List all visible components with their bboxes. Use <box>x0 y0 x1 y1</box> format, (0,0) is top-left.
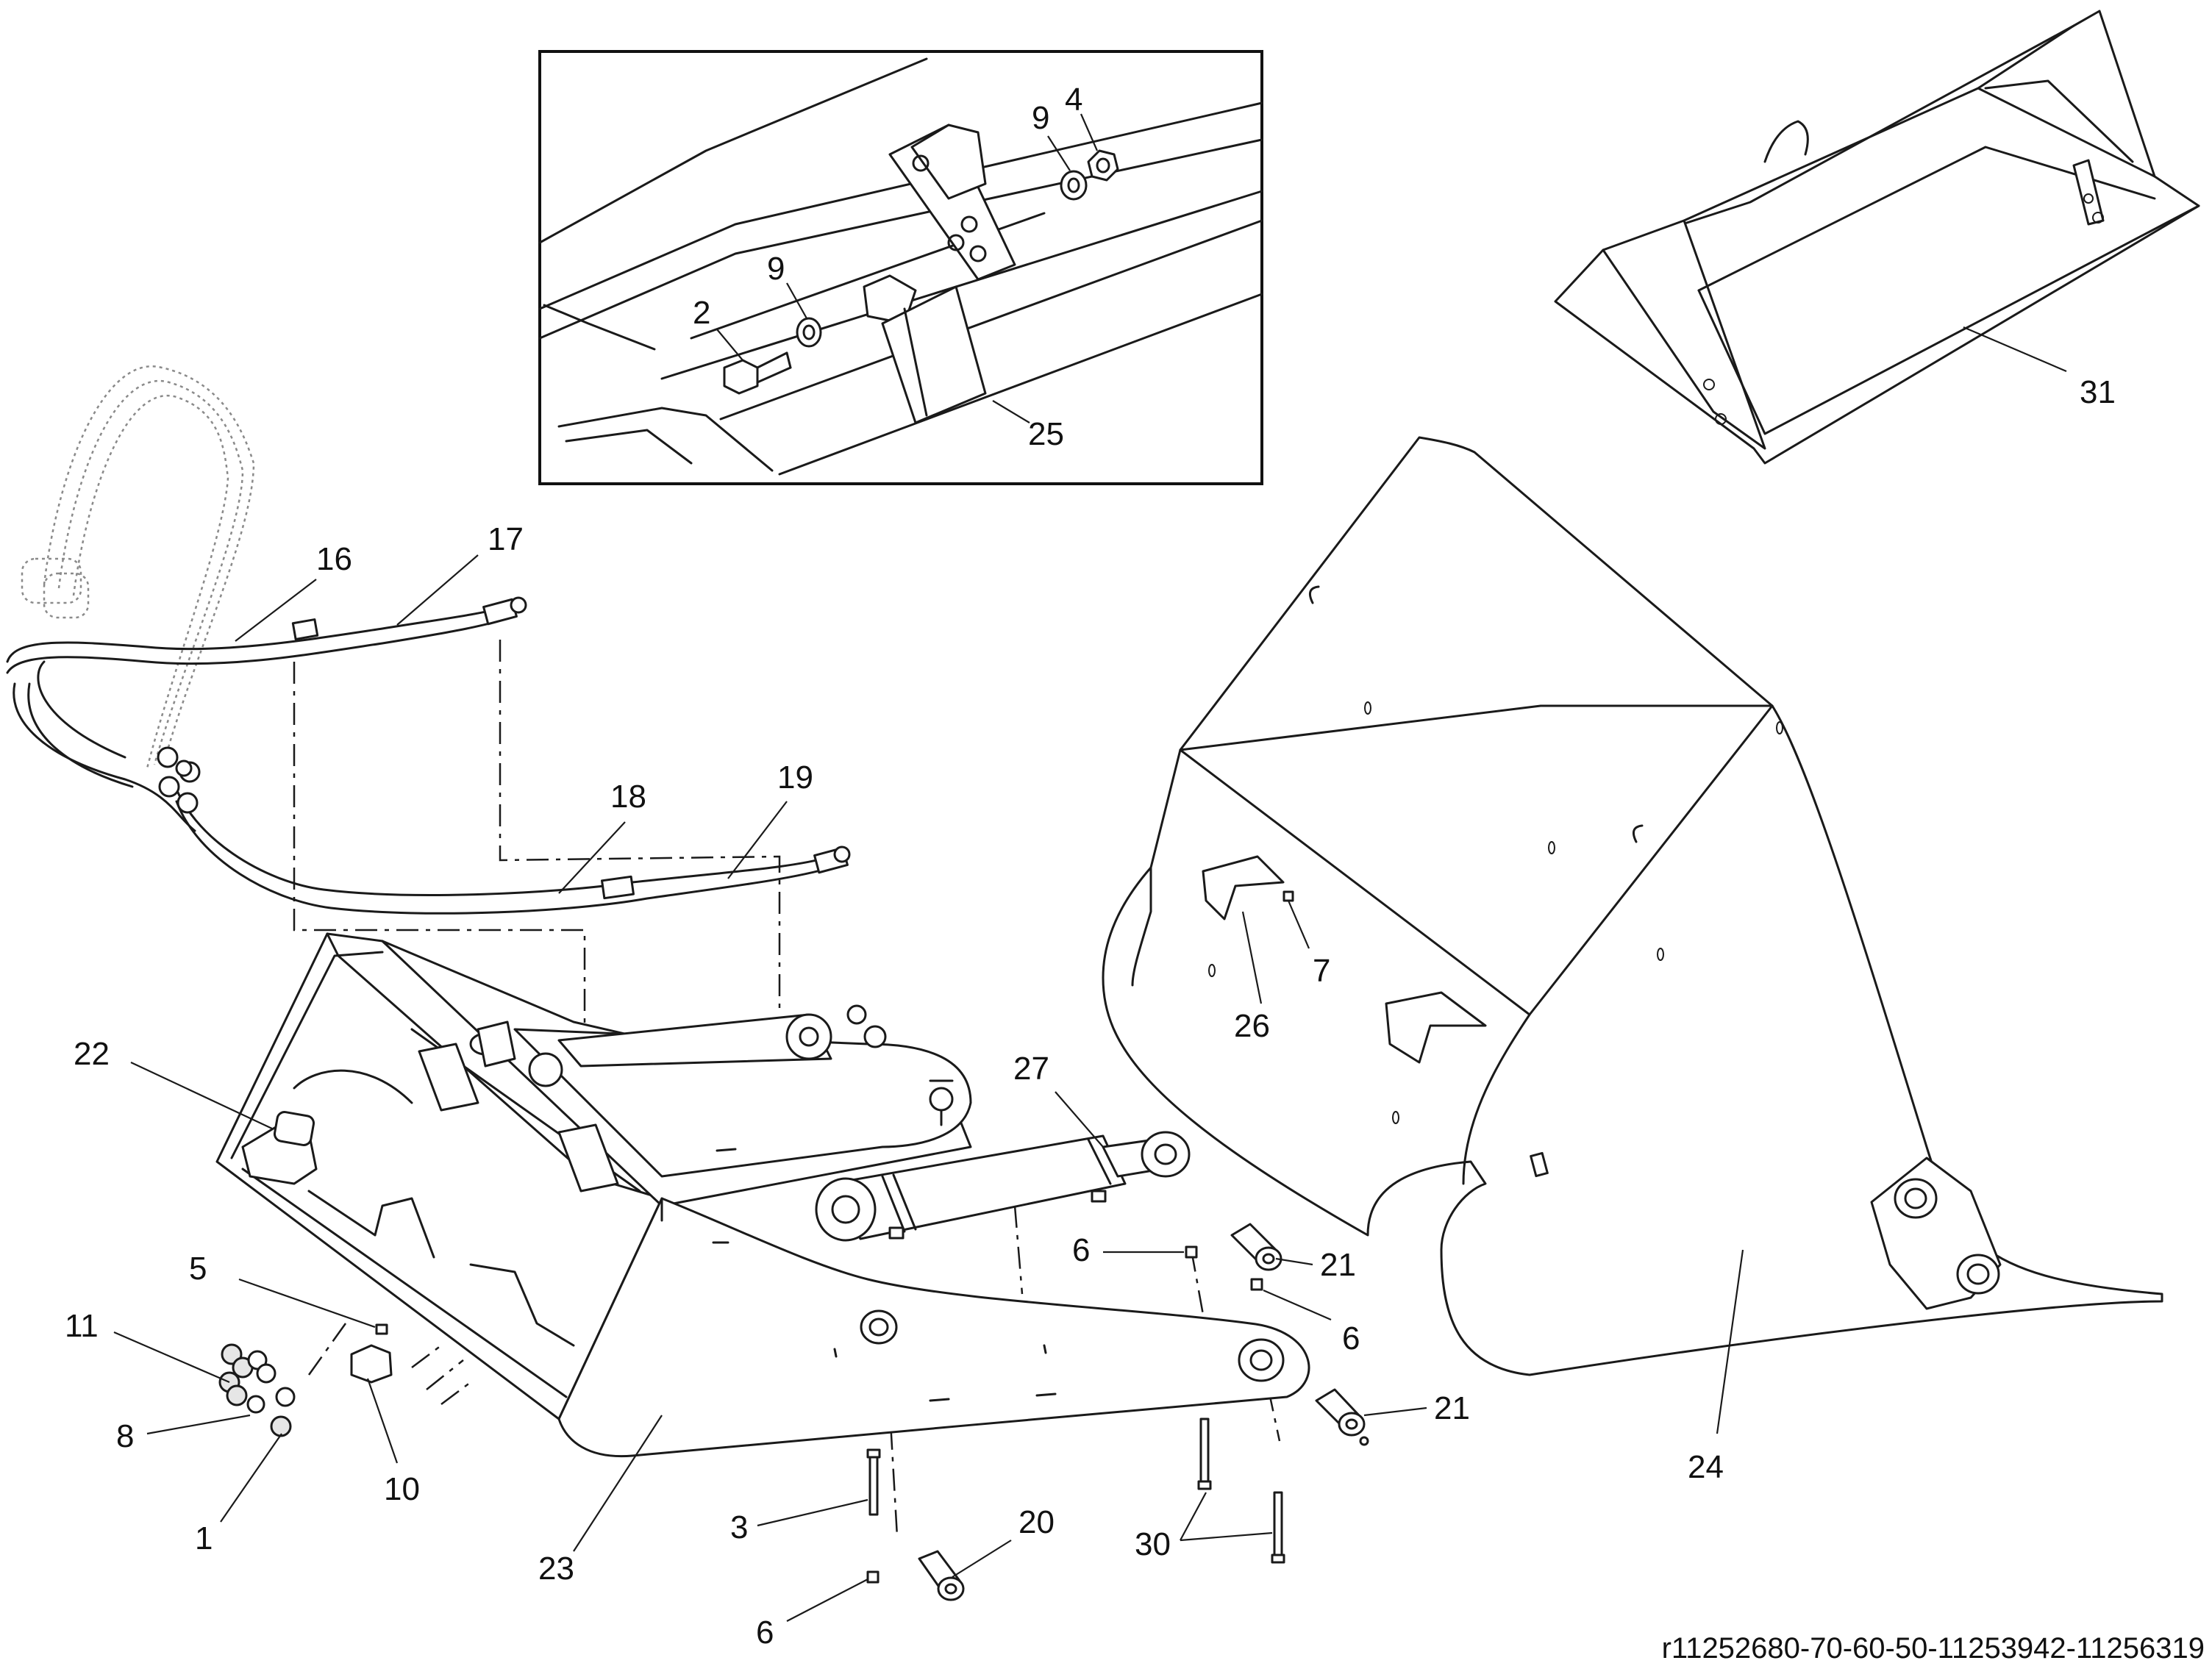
callout-label: 17 <box>488 521 524 557</box>
inset-frame <box>538 50 1263 485</box>
callout-label: 20 <box>1018 1504 1055 1540</box>
inset-rail <box>538 57 1263 476</box>
callout-label: 30 <box>1135 1526 1171 1562</box>
leader-18 <box>558 821 626 894</box>
bushing-21a <box>1230 1223 1282 1271</box>
hydraulic-cylinder: 27 <box>815 1051 1191 1242</box>
leader-6a <box>786 1579 868 1622</box>
callout-label: 6 <box>1072 1232 1090 1268</box>
bushing-21b <box>1315 1388 1369 1446</box>
inset-leader-9b <box>1047 135 1071 171</box>
leader-21b <box>1363 1406 1427 1417</box>
leader-3 <box>757 1498 868 1527</box>
inset-leader-9a <box>786 282 807 319</box>
inset-washer-a <box>796 317 822 348</box>
inset-leader-25 <box>992 400 1030 423</box>
hose-fittings <box>157 746 201 814</box>
inset-nut <box>1087 149 1119 182</box>
leader-20 <box>952 1540 1012 1578</box>
callout-label: 18 <box>610 779 646 815</box>
boom-link <box>469 1004 972 1178</box>
bushing-20 <box>918 1550 965 1601</box>
leader-16 <box>235 579 317 642</box>
callout-label: 10 <box>384 1471 420 1507</box>
leader-22 <box>130 1062 273 1129</box>
leader-21a <box>1275 1257 1313 1266</box>
callout-label: 25 <box>1028 416 1064 452</box>
callout-label: 11 <box>65 1308 99 1344</box>
bolts-30 <box>1197 1417 1285 1564</box>
callout-label: 31 <box>2080 374 2116 410</box>
callout-label: 24 <box>1688 1449 1724 1485</box>
callout-label: 27 <box>1013 1051 1049 1087</box>
leader-11 <box>113 1331 230 1384</box>
grease-nipple-6b <box>1185 1245 1198 1259</box>
leader-30a <box>1180 1492 1207 1541</box>
part-10 <box>350 1344 393 1384</box>
boom-frame <box>215 932 1310 1458</box>
leader-1 <box>220 1433 282 1523</box>
assembly-lines <box>293 640 1281 1537</box>
leader-19 <box>727 801 788 879</box>
callout-label: 9 <box>767 251 785 287</box>
callout-label: 3 <box>730 1509 748 1545</box>
inset-bolt <box>723 351 792 395</box>
callout-label: 21 <box>1434 1390 1470 1426</box>
callout-label: 5 <box>189 1251 207 1287</box>
fitting-cluster <box>218 1343 296 1437</box>
pin-3 <box>866 1448 881 1516</box>
callout-label: 21 <box>1320 1247 1356 1283</box>
frame-callouts: 22 23 <box>74 1036 663 1587</box>
inset-leader-2 <box>716 329 743 361</box>
grease-nipple-6a <box>866 1570 880 1584</box>
pins-and-bolts: 3 20 6 6 6 21 21 30 <box>730 1223 1470 1651</box>
large-bucket: 26 7 24 <box>1102 436 2163 1485</box>
hydraulic-hoses: 16 17 18 19 <box>6 365 851 915</box>
hose-coupler-cluster <box>21 557 90 619</box>
leader-8 <box>146 1414 251 1435</box>
inset-leader-4 <box>1080 113 1099 151</box>
callout-label: 7 <box>1313 953 1330 989</box>
inset-washer-b <box>1060 170 1088 201</box>
drawing-reference-code: r11252680-70-60-50-11253942-11256319 <box>1662 1632 2205 1665</box>
callout-label: 22 <box>74 1036 110 1072</box>
callout-label: 19 <box>777 759 813 796</box>
inset-detail: 2 9 9 4 25 <box>538 50 1263 485</box>
callout-label: 23 <box>538 1551 574 1587</box>
leader-10 <box>366 1378 399 1464</box>
leader-7 <box>1287 900 1310 949</box>
leader-31 <box>1963 326 2067 373</box>
callout-label: 26 <box>1234 1008 1270 1044</box>
callout-label: 9 <box>1032 100 1049 136</box>
leader-6c <box>1263 1289 1332 1321</box>
leader-30b <box>1180 1531 1273 1542</box>
small-bucket: 31 <box>1554 10 2200 465</box>
callout-label: 6 <box>1342 1320 1360 1356</box>
leader-27 <box>1055 1091 1104 1148</box>
callout-label: 8 <box>116 1418 134 1454</box>
leader-23 <box>573 1415 663 1552</box>
callout-label: 2 <box>693 295 710 331</box>
hose-16-17 <box>6 596 527 832</box>
part-5 <box>375 1323 388 1335</box>
callout-label: 4 <box>1065 82 1082 118</box>
leader-5 <box>238 1278 376 1329</box>
hose-18-19 <box>171 778 851 915</box>
fittings-hardware: 5 11 8 1 10 <box>65 1251 420 1556</box>
leader-24 <box>1716 1249 1744 1434</box>
callout-label: 1 <box>195 1520 213 1556</box>
grease-nipple-6c <box>1250 1278 1263 1291</box>
callout-label: 6 <box>756 1615 774 1651</box>
leader-26 <box>1241 911 1263 1004</box>
leader-17 <box>396 554 479 626</box>
callout-label: 16 <box>316 541 352 577</box>
